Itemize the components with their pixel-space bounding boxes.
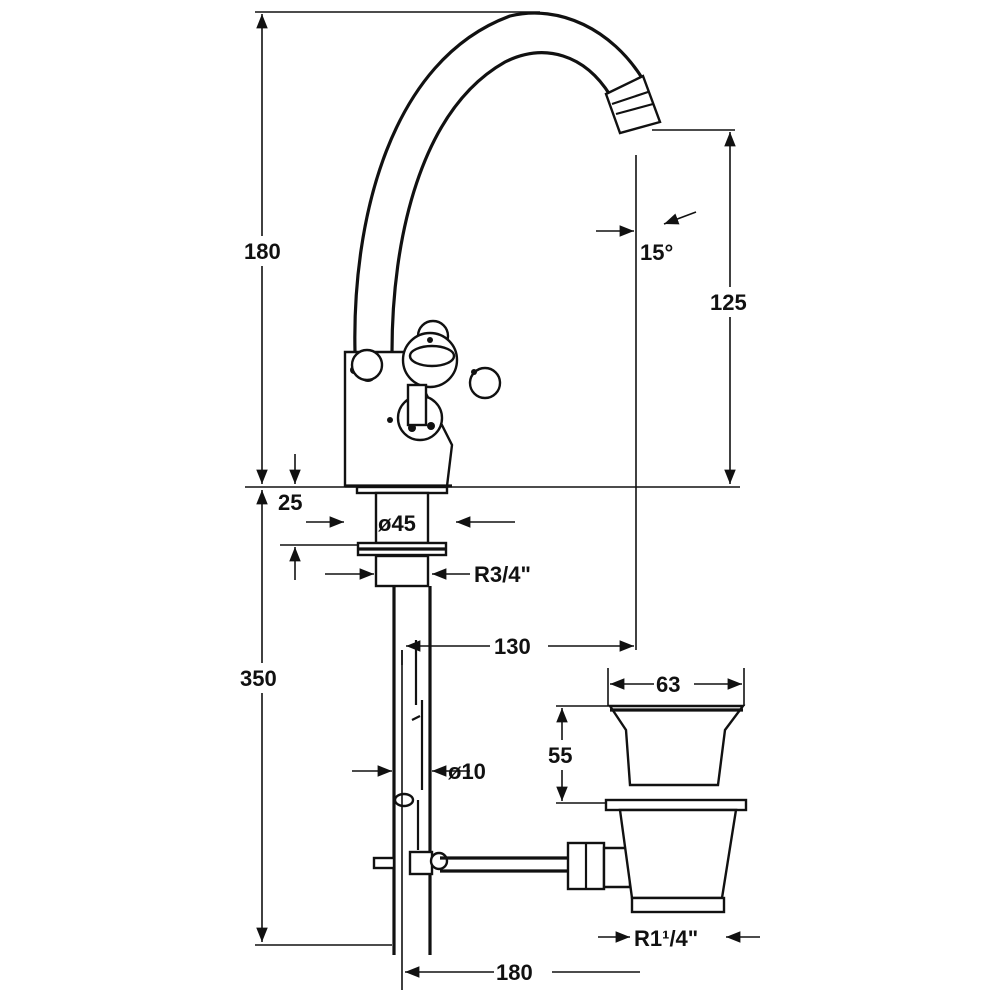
label-spout-angle: 15° — [640, 240, 673, 265]
label-waste-thread: R1¹/4" — [634, 926, 698, 951]
label-rod-length: 180 — [496, 960, 533, 985]
waste-body — [618, 808, 738, 900]
faucet — [343, 11, 748, 955]
label-spout-height: 180 — [244, 239, 281, 264]
label-base-diameter: ø45 — [378, 511, 416, 536]
label-pipe-diameter: ø10 — [448, 759, 486, 784]
label-spout-reach-height: 125 — [710, 290, 747, 315]
threaded-inlet — [374, 554, 430, 588]
label-waste-diameter: 63 — [656, 672, 680, 697]
spout-outer-edge — [353, 11, 644, 353]
label-waste-height: 55 — [548, 743, 572, 768]
waste-assembly — [566, 704, 748, 914]
label-spout-reach: 130 — [494, 634, 531, 659]
label-inlet-thread: R3/4" — [474, 562, 531, 587]
label-supply-length: 350 — [240, 666, 277, 691]
label-base-height: 25 — [278, 490, 302, 515]
aerator — [604, 74, 662, 135]
supply-pipe — [392, 586, 432, 955]
spout-inner-edge — [390, 51, 612, 353]
waste-flange — [607, 704, 746, 787]
dimension-labels: 180 125 15° 25 ø45 R3/4" 130 350 ø10 63 … — [238, 236, 760, 986]
cross-handle — [350, 319, 502, 442]
